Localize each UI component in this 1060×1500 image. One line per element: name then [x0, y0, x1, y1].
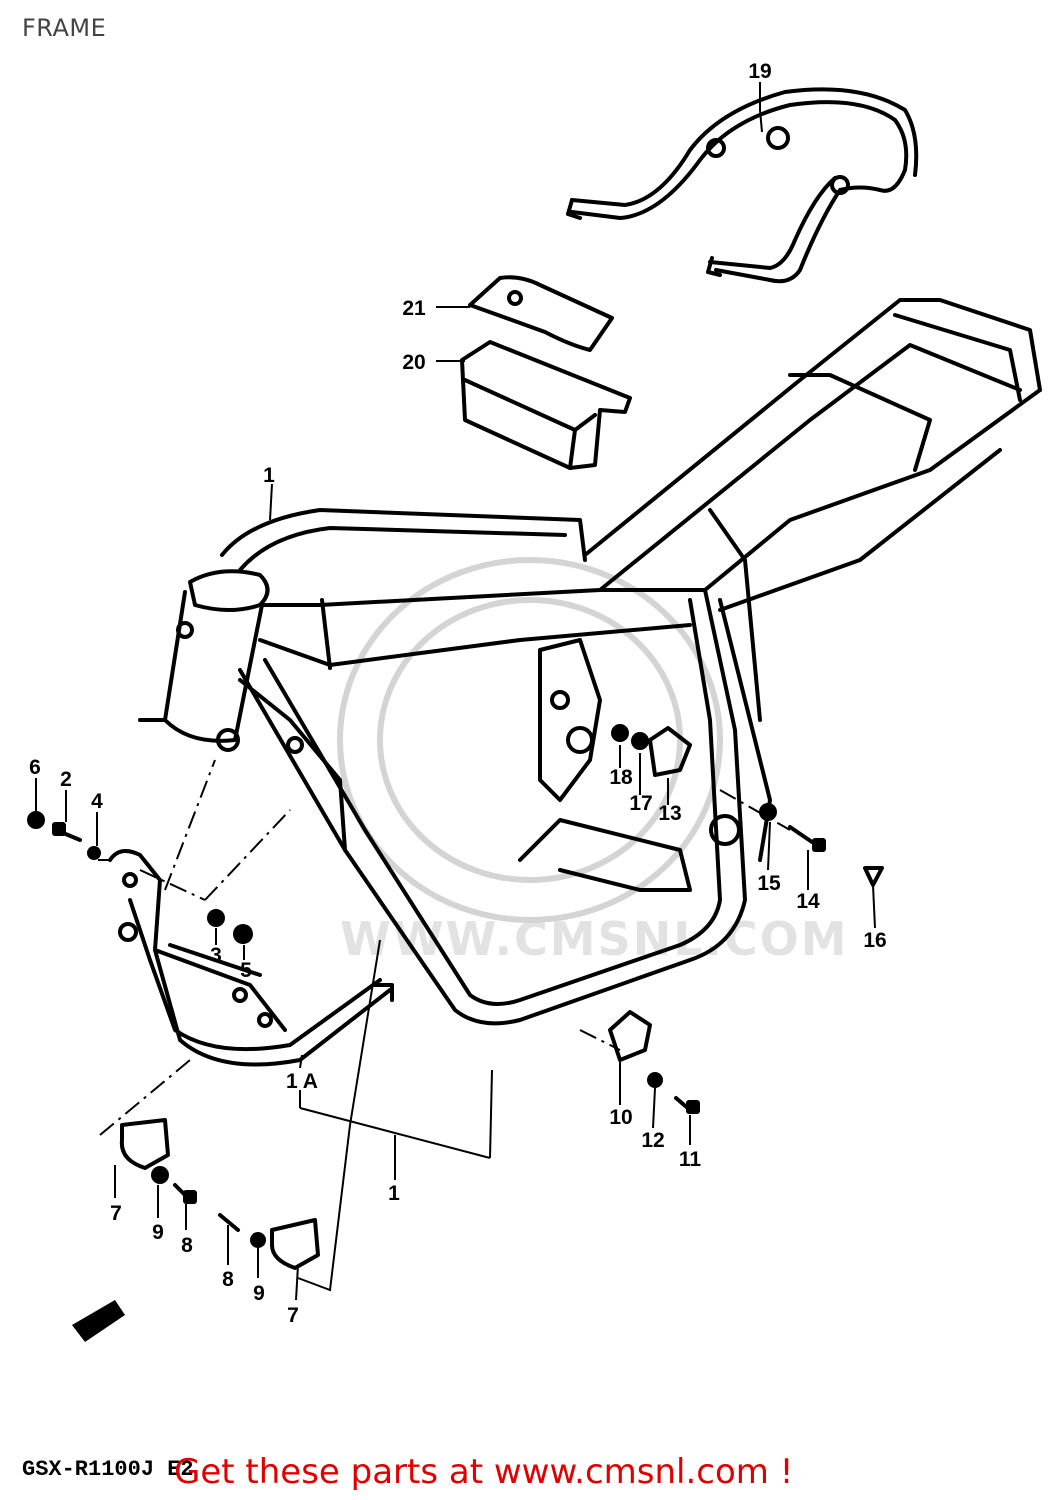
callout-labels: 19 21 20 1 6 2 4 18 17 13 15 14 16 3 5 1…: [29, 60, 887, 1327]
grab-rail: [566, 87, 919, 284]
callout-2: 2: [60, 768, 72, 791]
callout-20: 20: [402, 351, 425, 374]
hardware: [27, 724, 884, 1342]
callout-19: 19: [748, 60, 771, 83]
lower-cradle: [108, 849, 394, 1067]
callout-7-right: 7: [287, 1304, 299, 1327]
callout-9-right: 9: [253, 1282, 265, 1305]
callout-3: 3: [210, 944, 222, 967]
callout-21: 21: [402, 297, 426, 320]
callout-10: 10: [609, 1106, 632, 1129]
callout-1-top: 1: [263, 464, 275, 487]
page-title: FRAME: [22, 14, 107, 42]
callout-1-bottom: 1: [388, 1182, 400, 1205]
callout-4: 4: [91, 790, 103, 813]
main-frame: [138, 298, 1042, 1026]
parts-link-text[interactable]: Get these parts at www.cmsnl.com !: [174, 1452, 794, 1492]
watermark-logo: [337, 557, 723, 923]
callout-17: 17: [629, 792, 652, 815]
callout-15: 15: [757, 872, 781, 895]
callout-9-left: 9: [152, 1221, 164, 1244]
callout-18: 18: [609, 766, 633, 789]
callout-11: 11: [679, 1148, 702, 1171]
callout-7-left: 7: [110, 1202, 122, 1225]
tool-tray: [460, 340, 632, 470]
callout-13: 13: [658, 802, 681, 825]
callout-14: 14: [796, 890, 820, 913]
model-code: GSX-R1100J E2: [22, 1457, 194, 1482]
callout-5: 5: [240, 959, 252, 982]
callout-1a: 1 A: [286, 1070, 318, 1093]
callout-12: 12: [641, 1129, 664, 1152]
callout-8-left: 8: [181, 1234, 193, 1257]
callout-8-right: 8: [222, 1268, 234, 1291]
callout-6: 6: [29, 756, 41, 779]
tool-bag: [468, 275, 614, 352]
leader-lines: [35, 82, 876, 1301]
callout-16: 16: [863, 929, 886, 952]
